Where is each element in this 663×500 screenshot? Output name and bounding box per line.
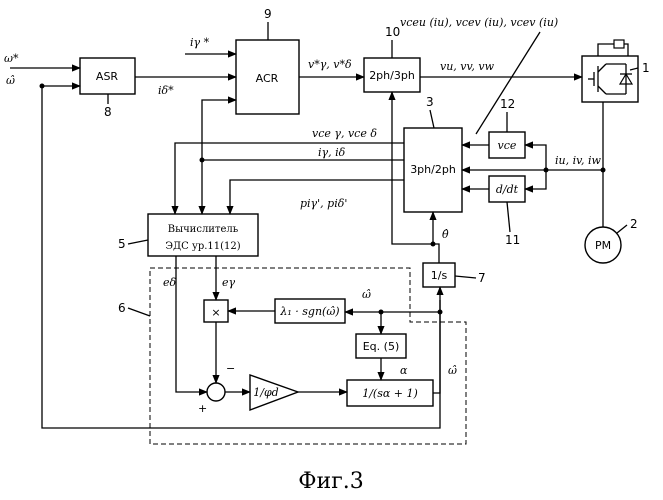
ref-11: 11 bbox=[505, 233, 520, 247]
ref-12: 12 bbox=[500, 97, 515, 111]
junction-dot bbox=[379, 310, 384, 315]
omega-ref-label: ω* bbox=[4, 52, 19, 65]
i-gamma-ref-label: iγ * bbox=[190, 36, 210, 49]
e-delta-label: eδ bbox=[163, 276, 177, 289]
pi-gd-label: piγ', piδ' bbox=[300, 197, 347, 210]
vce-uvw-label: vceu (iu), vcev (iu), vcev (iu) bbox=[400, 16, 558, 29]
ph3to2-label: 3ph/2ph bbox=[410, 163, 456, 176]
junction-dot bbox=[438, 310, 443, 315]
omega-hat-feedback-loop bbox=[42, 86, 440, 428]
omega-hat-label: ω̂ bbox=[6, 74, 15, 87]
ref-7: 7 bbox=[478, 271, 486, 285]
vce-label: vce bbox=[498, 139, 517, 152]
alpha-label: α bbox=[400, 364, 408, 377]
ref-2-leader bbox=[617, 225, 627, 233]
vce-leader-line bbox=[476, 32, 540, 134]
to-vce-line bbox=[525, 145, 546, 170]
ref-9: 9 bbox=[264, 7, 272, 21]
v-refs-label: v*γ, v*δ bbox=[308, 58, 352, 71]
ref-6-leader bbox=[128, 308, 150, 316]
ref-2: 2 bbox=[630, 217, 638, 231]
ref-10: 10 bbox=[385, 25, 400, 39]
emf-label-line2: ЭДС ур.11(12) bbox=[165, 241, 240, 252]
junction-dot bbox=[601, 168, 606, 173]
junction-dot bbox=[544, 168, 549, 173]
ref-7-leader bbox=[455, 276, 476, 278]
observer-region bbox=[150, 268, 466, 444]
emf-label-line1: Вычислитель bbox=[168, 224, 239, 235]
vce-gd-line bbox=[175, 143, 404, 214]
eq5-label: Eq. (5) bbox=[363, 340, 400, 353]
multiplier-label: × bbox=[211, 306, 220, 319]
sum-junction bbox=[207, 383, 225, 401]
ref-11-leader bbox=[507, 202, 510, 232]
ref-5-leader bbox=[128, 240, 148, 244]
i-delta-ref-label: iδ* bbox=[158, 84, 174, 97]
lowpass-label: 1/(sα + 1) bbox=[362, 387, 418, 400]
minus-sign: − bbox=[226, 362, 235, 375]
vce-gd-label: vce γ, vce δ bbox=[312, 127, 377, 140]
ref-5: 5 bbox=[118, 237, 126, 251]
sgn-label: λ₁ · sgn(ω̂) bbox=[279, 305, 339, 318]
e-delta-line bbox=[176, 256, 207, 392]
integrator-label: 1/s bbox=[431, 269, 448, 282]
omega-out-label: ω̂ bbox=[448, 364, 457, 377]
acr-label: ACR bbox=[256, 72, 279, 85]
ref-1: 1 bbox=[642, 61, 650, 75]
theta-label: θ̂ bbox=[442, 228, 449, 241]
ddt-label: d/dt bbox=[496, 183, 519, 196]
ph2to3-label: 2ph/3ph bbox=[369, 69, 415, 82]
ref-3: 3 bbox=[426, 95, 434, 109]
ref-6: 6 bbox=[118, 301, 126, 315]
junction-dot bbox=[40, 84, 45, 89]
junction-dot bbox=[431, 242, 436, 247]
v-uvw-label: vu, vv, vw bbox=[440, 60, 495, 73]
omega-loop-label: ω̂ bbox=[362, 288, 371, 301]
pm-motor-label: PM bbox=[595, 239, 611, 252]
figure-caption: Фиг.3 bbox=[298, 469, 363, 494]
e-gamma-label: eγ bbox=[222, 276, 236, 289]
inverter-top-cap bbox=[614, 40, 624, 48]
plus-sign: + bbox=[198, 402, 207, 415]
junction-dot bbox=[200, 158, 205, 163]
gain-label: 1/φd bbox=[253, 386, 278, 399]
lowpass-out-line bbox=[433, 312, 440, 393]
ref-3-leader bbox=[430, 110, 434, 128]
ref-8: 8 bbox=[104, 105, 112, 119]
inverter-top-lead bbox=[598, 44, 614, 56]
i-gd-label: iγ, iδ bbox=[318, 146, 346, 159]
asr-label: ASR bbox=[96, 70, 119, 83]
i-uvw-label: iu, iv, iw bbox=[555, 154, 602, 167]
to-ddt-line bbox=[525, 170, 546, 189]
